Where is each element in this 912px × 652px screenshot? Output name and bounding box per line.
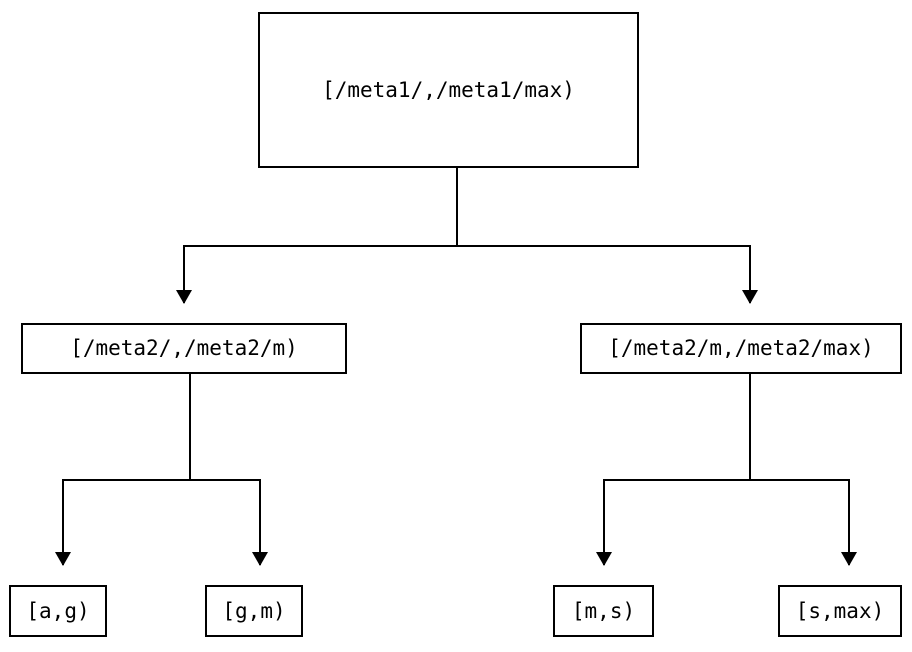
edge-mid-left-stem xyxy=(189,374,191,481)
node-leaf-1[interactable]: [g,m) xyxy=(205,585,303,637)
node-leaf-3[interactable]: [s,max) xyxy=(778,585,902,637)
edge-root-stem xyxy=(456,168,458,247)
node-leaf-3-label: [s,max) xyxy=(795,598,885,623)
arrowhead-mid-left-to-leaf-1 xyxy=(252,552,268,566)
arrowhead-mid-right-to-leaf-2 xyxy=(596,552,612,566)
arrowhead-mid-left-to-leaf-0 xyxy=(55,552,71,566)
edge-mid-right-to-leaf-2-drop xyxy=(603,479,605,565)
edge-mid-left-to-leaf-0-drop xyxy=(62,479,64,565)
edge-root-to-mid-left-drop xyxy=(183,245,185,303)
edge-mid-right-stem xyxy=(749,374,751,481)
edge-root-to-mid-right-drop xyxy=(749,245,751,303)
node-mid-right[interactable]: [/meta2/m,/meta2/max) xyxy=(580,323,902,374)
edge-mid-left-crossbar xyxy=(62,479,261,481)
edge-mid-right-crossbar xyxy=(603,479,850,481)
arrowhead-root-to-mid-right xyxy=(742,290,758,304)
edge-mid-right-to-leaf-3-drop xyxy=(848,479,850,565)
node-mid-left-label: [/meta2/,/meta2/m) xyxy=(70,336,298,360)
node-leaf-1-label: [g,m) xyxy=(222,598,286,623)
arrowhead-mid-right-to-leaf-3 xyxy=(841,552,857,566)
node-leaf-0-label: [a,g) xyxy=(26,598,90,623)
node-root[interactable]: [/meta1/,/meta1/max) xyxy=(258,12,639,168)
node-mid-right-label: [/meta2/m,/meta2/max) xyxy=(608,336,874,360)
node-leaf-2[interactable]: [m,s) xyxy=(553,585,654,637)
edge-mid-left-to-leaf-1-drop xyxy=(259,479,261,565)
node-leaf-2-label: [m,s) xyxy=(571,598,636,623)
node-mid-left[interactable]: [/meta2/,/meta2/m) xyxy=(21,323,347,374)
edge-root-crossbar xyxy=(183,245,750,247)
node-leaf-0[interactable]: [a,g) xyxy=(9,585,107,637)
arrowhead-root-to-mid-left xyxy=(176,290,192,304)
node-root-label: [/meta1/,/meta1/max) xyxy=(322,77,575,102)
